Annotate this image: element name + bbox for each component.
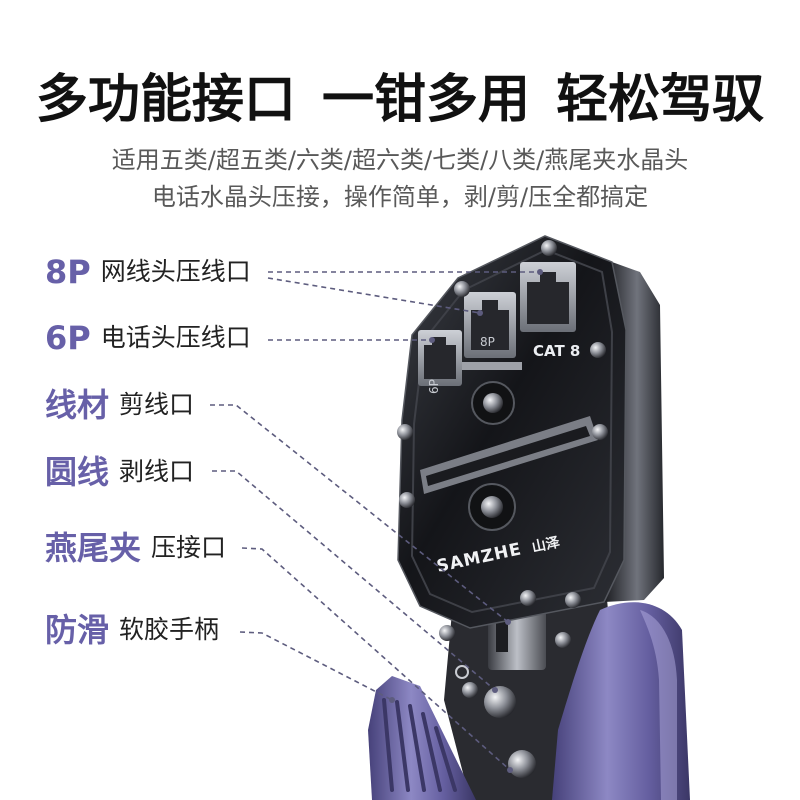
subtitle-line-2: 电话水晶头压接，操作简单，剥/剪/压全都搞定: [151, 183, 649, 211]
callout-desc: 软胶手柄: [119, 615, 220, 644]
right-handle-highlight: [640, 610, 677, 800]
head-bolts: [397, 240, 608, 698]
callout-crimper: 燕尾夹 压接口: [45, 526, 226, 570]
bolt: [454, 281, 470, 297]
callout-desc: 网线头压线口: [100, 257, 251, 286]
port-6p: [418, 330, 462, 386]
callout-key: 6P: [45, 319, 91, 357]
callout-endpoint: [505, 619, 511, 625]
bolt: [565, 592, 581, 608]
callout-6p: 6P 电话头压线口: [45, 316, 251, 360]
callout-desc: 电话头压线口: [100, 323, 251, 352]
handle-grip-ribs: [382, 698, 457, 792]
callout-desc: 压接口: [151, 533, 227, 562]
callout-key: 燕尾夹: [45, 529, 142, 567]
headline: 多功能接口 一钳多用 轻松驾驭: [35, 70, 765, 130]
port-label-cat8: CAT 8: [533, 342, 580, 360]
bolt: [590, 342, 606, 358]
port-ledge: [462, 362, 522, 370]
adjust-knob-lower-cap: [481, 496, 503, 518]
callout-key: 防滑: [45, 611, 110, 649]
callout-key: 线材: [45, 386, 110, 424]
callout-handle: 防滑 软胶手柄: [45, 608, 219, 652]
callout-line-crimper: [241, 547, 511, 771]
callout-8p: 8P 网线头压线口: [45, 250, 251, 294]
callout-stripper: 圆线 剥线口: [45, 450, 194, 494]
callout-endpoint: [492, 687, 498, 693]
bolt: [397, 424, 413, 440]
bolt: [462, 682, 478, 698]
head-side-face: [604, 262, 664, 602]
callout-line-handle: [239, 631, 393, 701]
callout-desc: 剥线口: [119, 457, 195, 486]
bolt: [399, 492, 415, 508]
callout-cutter: 线材 剪线口: [45, 383, 194, 427]
pivot-bolt: [508, 750, 536, 778]
callout-endpoint: [507, 767, 513, 773]
callout-key: 8P: [45, 253, 91, 291]
callout-endpoint: [477, 310, 483, 316]
port-label-8p: 8P: [480, 335, 495, 349]
cutter-slot-edge: [426, 426, 590, 486]
port-8p: [464, 292, 516, 358]
callout-endpoint: [389, 697, 395, 703]
head-inner-bevel: [410, 248, 614, 614]
pivot-ring: [455, 665, 469, 679]
port-cat8: [520, 262, 576, 332]
pivot-bolt: [484, 686, 516, 718]
subtitle-line-1: 适用五类/超五类/六类/超六类/七类/八类/燕尾夹水晶头: [111, 146, 689, 174]
bolt: [555, 632, 571, 648]
callout-desc: 剪线口: [119, 390, 195, 419]
port-label-6p: 6P: [427, 379, 441, 394]
adjust-knob-upper-cap: [483, 393, 503, 413]
callout-key: 圆线: [45, 453, 110, 491]
callout-endpoint: [429, 337, 435, 343]
bolt: [520, 590, 536, 606]
brand-chinese: 山泽: [531, 534, 562, 555]
bolt: [541, 240, 557, 256]
bolt: [439, 625, 455, 641]
bolt: [592, 424, 608, 440]
callout-endpoint: [537, 269, 543, 275]
callout-lines: [210, 269, 543, 773]
